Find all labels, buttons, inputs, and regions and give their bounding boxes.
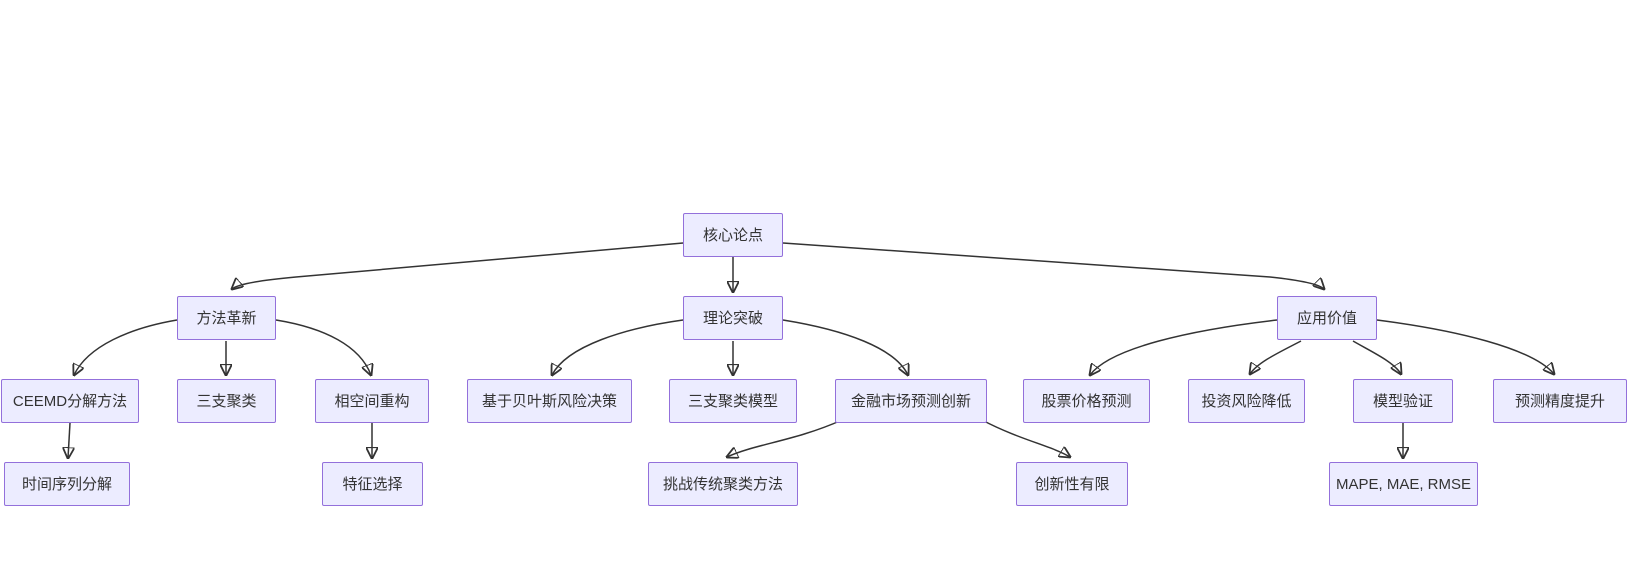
node-theoretical-breakthrough: 理论突破 (683, 296, 783, 340)
node-stock-price-prediction: 股票价格预测 (1023, 379, 1150, 423)
node-evaluation-metrics: MAPE, MAE, RMSE (1329, 462, 1478, 506)
node-financial-market-forecast-innovation: 金融市场预测创新 (835, 379, 987, 423)
node-time-series-decomposition: 时间序列分解 (4, 462, 130, 506)
node-application-value: 应用价值 (1277, 296, 1377, 340)
edge-financial-to-challenge-clustering (727, 419, 843, 457)
node-limited-novelty: 创新性有限 (1016, 462, 1128, 506)
edge-method-to-phase-space (275, 319, 371, 375)
node-bayesian-risk-decision: 基于贝叶斯风险决策 (467, 379, 632, 423)
node-challenge-traditional-clustering: 挑战传统聚类方法 (648, 462, 798, 506)
edge-application-to-model-validation (1352, 340, 1401, 374)
node-ceemd-decomposition: CEEMD分解方法 (1, 379, 139, 423)
edge-theory-to-financial-innovation (782, 319, 908, 375)
node-phase-space-reconstruction: 相空间重构 (315, 379, 429, 423)
node-feature-selection: 特征选择 (322, 462, 423, 506)
edge-method-to-ceemd (74, 319, 178, 375)
edge-application-to-risk-reduction (1250, 340, 1302, 374)
node-model-validation: 模型验证 (1353, 379, 1453, 423)
edge-ceemd-to-time-series (68, 422, 70, 458)
node-investment-risk-reduction: 投资风险降低 (1188, 379, 1305, 423)
edge-theory-to-bayesian (552, 319, 684, 375)
edge-application-to-accuracy-improvement (1376, 319, 1554, 374)
edge-core-to-application-value (782, 242, 1324, 289)
node-three-way-clustering: 三支聚类 (177, 379, 276, 423)
node-forecast-accuracy-improvement: 预测精度提升 (1493, 379, 1627, 423)
edge-core-to-method-innovation (232, 242, 684, 289)
edge-application-to-stock-prediction (1090, 319, 1278, 375)
edge-financial-to-limited-novelty (981, 419, 1070, 457)
node-three-way-clustering-model: 三支聚类模型 (669, 379, 797, 423)
node-method-innovation: 方法革新 (177, 296, 276, 340)
node-core-argument: 核心论点 (683, 213, 783, 257)
